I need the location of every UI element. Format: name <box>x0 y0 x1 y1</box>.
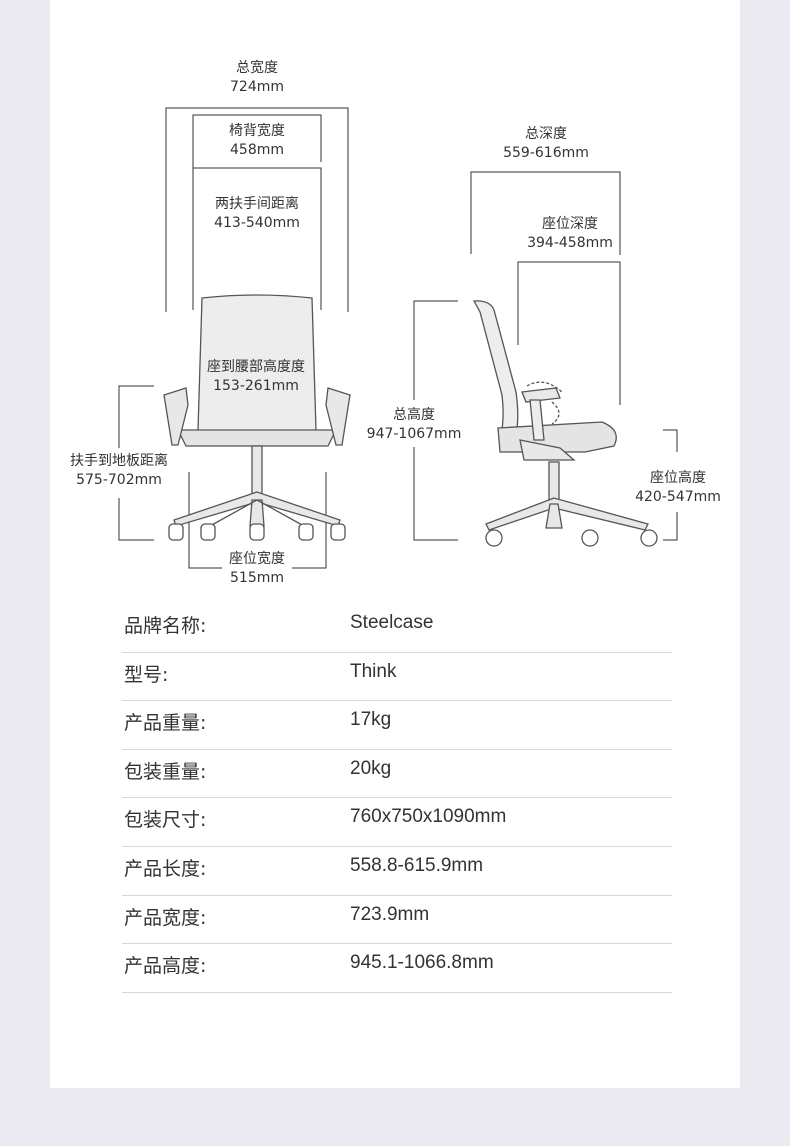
spec-value: Think <box>350 660 397 682</box>
spec-value: 558.8-615.9mm <box>350 854 484 876</box>
total-width-bracket <box>165 107 349 312</box>
seat-depth-value: 394-458mm <box>527 235 613 251</box>
seat-to-lumbar-value: 153-261mm <box>213 378 299 394</box>
seat-depth-title: 座位深度 <box>542 216 598 232</box>
spec-key: 产品重量: <box>124 712 207 735</box>
seat-depth-label: 座位深度 394-458mm <box>527 215 613 253</box>
spec-value: 945.1-1066.8mm <box>350 952 494 974</box>
back-width-value: 458mm <box>230 142 284 158</box>
seat-to-lumbar-label: 座到腰部高度度 153-261mm <box>207 358 305 396</box>
armrest-floor-value: 575-702mm <box>76 472 162 488</box>
spec-row-package-size: 包装尺寸: 760x750x1090mm <box>122 798 672 847</box>
total-width-label: 总宽度 724mm <box>230 59 284 97</box>
spec-key: 包装尺寸: <box>124 809 207 832</box>
armrest-floor-bracket <box>118 385 154 448</box>
seat-width-value: 515mm <box>230 570 284 586</box>
total-depth-label: 总深度 559-616mm <box>503 125 589 163</box>
total-depth-title: 总深度 <box>525 126 567 142</box>
spec-row-length: 产品长度: 558.8-615.9mm <box>122 847 672 896</box>
seat-height-title: 座位高度 <box>650 470 706 486</box>
spec-key: 包装重量: <box>124 760 207 783</box>
spec-row-height: 产品高度: 945.1-1066.8mm <box>122 944 672 993</box>
spec-value: 20kg <box>350 757 392 779</box>
spec-row-width: 产品宽度: 723.9mm <box>122 896 672 945</box>
spec-table: 品牌名称: Steelcase 型号: Think 产品重量: 17kg 包装重… <box>122 604 672 993</box>
armrest-floor-title: 扶手到地板距离 <box>70 453 168 469</box>
back-width-title: 椅背宽度 <box>229 123 285 139</box>
total-height-value: 947-1067mm <box>366 426 462 442</box>
armrest-floor-label: 扶手到地板距离 575-702mm <box>70 452 168 490</box>
spec-key: 产品宽度: <box>124 906 207 929</box>
total-height-title: 总高度 <box>393 407 435 423</box>
armrest-gap-bracket <box>192 167 322 310</box>
spec-key: 产品高度: <box>124 955 207 978</box>
spec-card <box>50 0 740 1088</box>
spec-key: 产品长度: <box>124 857 207 880</box>
spec-row-brand: 品牌名称: Steelcase <box>122 604 672 653</box>
spec-value: 17kg <box>350 709 392 731</box>
armrest-gap-value: 413-540mm <box>214 215 300 231</box>
seat-height-value: 420-547mm <box>635 489 721 505</box>
seat-height-bracket <box>663 429 678 452</box>
spec-value: Steelcase <box>350 612 434 633</box>
spec-row-package-weight: 包装重量: 20kg <box>122 750 672 799</box>
spec-row-model: 型号: Think <box>122 653 672 702</box>
total-width-title: 总宽度 <box>236 60 278 76</box>
spec-row-weight: 产品重量: 17kg <box>122 701 672 750</box>
total-depth-value: 559-616mm <box>503 145 589 161</box>
total-width-value: 724mm <box>230 79 284 95</box>
spec-value: 760x750x1090mm <box>350 806 507 828</box>
armrest-gap-label: 两扶手间距离 413-540mm <box>214 195 300 233</box>
dimension-diagram <box>118 107 678 569</box>
spec-key: 型号: <box>124 663 169 686</box>
total-depth-bracket <box>470 171 621 255</box>
seat-width-bracket <box>188 472 222 569</box>
seat-to-lumbar-title: 座到腰部高度度 <box>207 359 305 375</box>
armrest-gap-title: 两扶手间距离 <box>215 196 299 212</box>
seat-depth-bracket <box>517 261 621 405</box>
total-height-bracket <box>413 300 458 400</box>
front-chair-illustration <box>163 294 351 541</box>
seat-width-label: 座位宽度 515mm <box>229 550 285 588</box>
total-height-label: 总高度 947-1067mm <box>366 406 462 444</box>
spec-value: 723.9mm <box>350 903 430 925</box>
back-width-label: 椅背宽度 458mm <box>229 122 285 160</box>
spec-key: 品牌名称: <box>124 615 207 637</box>
seat-width-title: 座位宽度 <box>229 551 285 567</box>
seat-height-label: 座位高度 420-547mm <box>635 469 721 507</box>
side-chair-illustration <box>472 300 658 547</box>
